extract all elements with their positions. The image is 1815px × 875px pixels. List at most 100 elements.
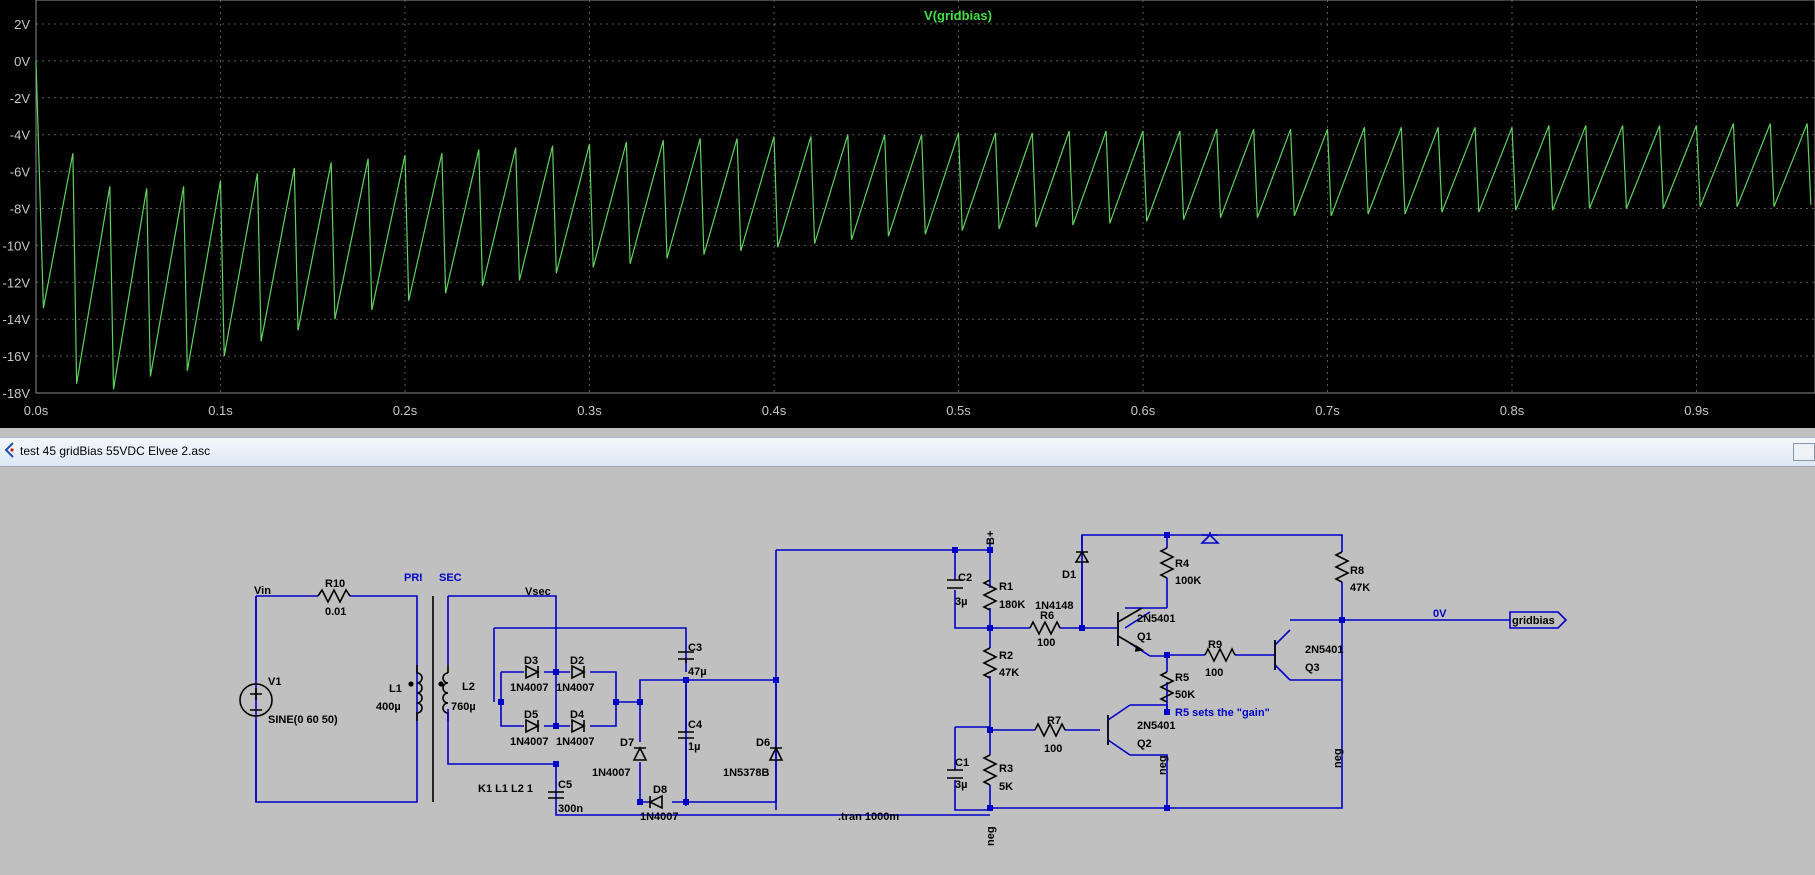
d2-name: D2 [570, 655, 584, 667]
d8-value: 1N4007 [640, 811, 679, 823]
r4-value: 100K [1175, 575, 1201, 587]
d8-name: D8 [653, 784, 667, 796]
c4-name: C4 [688, 719, 703, 731]
r6-value: 100 [1037, 637, 1055, 649]
diode-d6[interactable] [768, 746, 784, 761]
r4-name: R4 [1175, 558, 1190, 570]
resistor-r3[interactable] [982, 754, 998, 786]
window-scroll-button[interactable] [1793, 443, 1815, 461]
gridbias-trace[interactable] [35, 60, 1812, 390]
d6-value: 1N5378B [723, 767, 770, 779]
wire [447, 595, 557, 765]
gridbias-net-flag[interactable] [1509, 611, 1568, 629]
y-tick-label: -10V [3, 238, 31, 253]
net-label-neg-q3: neg [1332, 748, 1344, 768]
capacitor-c3[interactable] [678, 651, 694, 663]
c1-name: C1 [955, 757, 969, 769]
capacitor-c5[interactable] [548, 791, 564, 799]
capacitor-c1[interactable] [947, 769, 963, 779]
window-title: test 45 gridBias 55VDC Elvee 2.asc [20, 444, 211, 458]
r1-name: R1 [999, 581, 1013, 593]
x-tick-label: 0.8s [1500, 403, 1525, 418]
y-tick-label: -14V [3, 312, 31, 327]
d2-value: 1N4007 [556, 682, 595, 694]
tran-directive[interactable]: .tran 1000m [838, 811, 899, 823]
k1-directive: K1 L1 L2 1 [478, 783, 533, 795]
r3-name: R3 [999, 763, 1013, 775]
x-tick-label: 0.4s [762, 403, 787, 418]
r7-value: 100 [1044, 743, 1062, 755]
output-voltage-label: 0V [1433, 608, 1447, 620]
diode-d4[interactable] [571, 718, 586, 734]
trace-title[interactable]: V(gridbias) [924, 8, 992, 23]
resistor-r5[interactable] [1159, 671, 1175, 703]
polarity-dot [438, 681, 444, 687]
r6-name: R6 [1040, 610, 1054, 622]
q2-value: 2N5401 [1137, 720, 1176, 732]
wire [990, 534, 1167, 629]
c3-name: C3 [688, 642, 702, 654]
plot-grid [35, 0, 1815, 394]
junction-dots [498, 532, 1345, 811]
r2-name: R2 [999, 650, 1013, 662]
r5-name: R5 [1175, 672, 1189, 684]
d7-name: D7 [620, 737, 634, 749]
resistor-r4[interactable] [1159, 547, 1175, 579]
c3-value: 47µ [688, 666, 707, 678]
q2-name: Q2 [1137, 738, 1152, 750]
net-label-bplus: B+ [985, 531, 997, 545]
voltage-source-v1[interactable] [239, 683, 273, 717]
resistor-r10[interactable] [317, 588, 351, 604]
schematic-window-titlebar[interactable]: test 45 gridBias 55VDC Elvee 2.asc [0, 437, 1815, 467]
x-tick-label: 0.2s [393, 403, 418, 418]
ground-icon [1200, 533, 1220, 544]
r2-value: 47K [999, 667, 1019, 679]
waveform-plot[interactable]: V(gridbias) 2V0V-2V-4V-6V-8V-10V-12V-14V… [0, 0, 1815, 428]
y-tick-label: -6V [10, 165, 31, 180]
q3-name: Q3 [1305, 662, 1320, 674]
c4-value: 1µ [688, 741, 700, 753]
diode-d3[interactable] [525, 664, 540, 680]
c5-name: C5 [558, 779, 572, 791]
y-tick-label: -8V [10, 202, 31, 217]
resistor-r8[interactable] [1334, 551, 1350, 583]
capacitor-c2[interactable] [947, 579, 963, 589]
d4-value: 1N4007 [556, 736, 595, 748]
gridbias-flag-label[interactable]: gridbias [1512, 615, 1555, 627]
gain-comment: R5 sets the "gain" [1175, 707, 1270, 719]
wire [555, 679, 777, 816]
q1-name: Q1 [1137, 631, 1152, 643]
y-tick-label: -16V [3, 349, 31, 364]
diode-d8[interactable] [648, 794, 663, 810]
r8-value: 47K [1350, 582, 1370, 594]
wire [686, 549, 990, 816]
source-polarity [250, 688, 262, 711]
inductor-l2[interactable] [442, 665, 449, 721]
resistor-r2[interactable] [982, 647, 998, 679]
x-tick-label: 0.5s [946, 403, 971, 418]
resistor-r1[interactable] [982, 579, 998, 611]
net-label-neg-q2: neg [1157, 755, 1169, 775]
d3-name: D3 [524, 655, 538, 667]
inductor-l1[interactable] [416, 665, 423, 721]
d5-name: D5 [524, 709, 538, 721]
diode-d5[interactable] [525, 718, 540, 734]
y-tick-label: -4V [10, 128, 31, 143]
net-label-vsec: Vsec [525, 586, 551, 598]
d1-value: 1N4148 [1035, 600, 1074, 612]
pri-label: PRI [404, 572, 422, 584]
diode-d2[interactable] [571, 664, 586, 680]
schematic-canvas[interactable]: Vin R10 0.01 PRI SEC V1 SINE(0 60 50) L1… [0, 466, 1815, 875]
net-label-neg-bottom: neg [985, 826, 997, 846]
r1-value: 180K [999, 599, 1025, 611]
diode-d7[interactable] [632, 746, 648, 761]
x-tick-label: 0.6s [1131, 403, 1156, 418]
transistor-q1[interactable] [1117, 607, 1145, 652]
y-tick-label: -2V [10, 91, 31, 106]
resistor-r6[interactable] [1029, 620, 1061, 636]
wire [954, 726, 990, 811]
diode-d1[interactable] [1074, 550, 1090, 563]
resistor-r9[interactable] [1204, 647, 1236, 663]
resistor-r7[interactable] [1034, 722, 1066, 738]
